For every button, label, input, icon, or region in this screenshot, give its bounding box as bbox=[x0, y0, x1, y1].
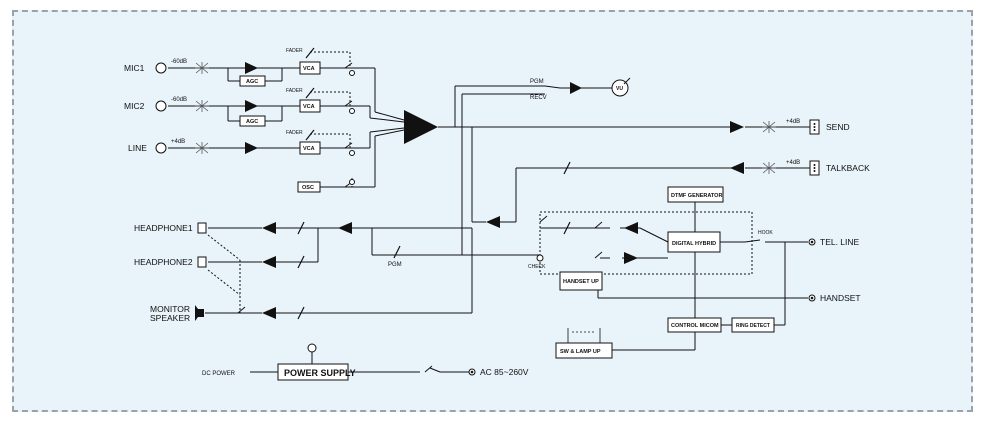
talkback-return-amp-icon bbox=[486, 216, 500, 228]
headphone2-label: HEADPHONE2 bbox=[134, 257, 193, 267]
hybrid-in-amp-icon bbox=[624, 222, 638, 234]
power-supply-box bbox=[277, 363, 349, 381]
line-level: +4dB bbox=[171, 139, 185, 145]
check-label: CHECK bbox=[528, 264, 546, 270]
vu-label: VU bbox=[616, 86, 623, 92]
vca-label-mic1: VCA bbox=[303, 66, 315, 72]
osc-box bbox=[297, 181, 321, 193]
send-level: +4dB bbox=[786, 119, 800, 125]
vca-box-mic1 bbox=[299, 61, 321, 75]
speaker-icon bbox=[195, 305, 204, 321]
headphone-mix-amp-icon bbox=[338, 222, 352, 234]
agc-label-mic2: AGC bbox=[246, 119, 258, 125]
agc-box-mic1 bbox=[239, 75, 266, 87]
ac-label: AC 85~260V bbox=[480, 367, 529, 377]
hook-label: HOOK bbox=[758, 230, 773, 236]
talkback-label: TALKBACK bbox=[826, 163, 870, 173]
talkback-amp-icon bbox=[730, 162, 744, 174]
recv-label: RECV bbox=[530, 95, 547, 101]
headphone1-jack-icon bbox=[197, 222, 207, 234]
vca-label-mic2: VCA bbox=[303, 104, 315, 110]
mic2-label: MIC2 bbox=[124, 101, 145, 111]
vca-label-line: VCA bbox=[303, 146, 315, 152]
vca-box-line bbox=[299, 141, 321, 155]
pgm-bottom-label: PGM bbox=[388, 262, 402, 268]
mic2-jack-icon bbox=[155, 100, 167, 112]
sw-lamp-up-box bbox=[555, 342, 613, 359]
ring-detect-box bbox=[731, 317, 775, 333]
headphone1-label: HEADPHONE1 bbox=[134, 223, 193, 233]
line-amp-icon bbox=[245, 142, 258, 154]
line-jack-icon bbox=[155, 142, 167, 154]
mixer-amp-icon bbox=[404, 110, 438, 144]
dc-power-label: DC POWER bbox=[202, 371, 236, 377]
power-led-icon bbox=[307, 343, 317, 353]
mic1-level: -60dB bbox=[171, 59, 187, 65]
line-label: LINE bbox=[128, 143, 147, 153]
vca-box-mic2 bbox=[299, 99, 321, 113]
ring-detect-label: RING DETECT bbox=[736, 323, 770, 329]
pgm-amp-icon bbox=[570, 82, 582, 94]
talkback-level: +4dB bbox=[786, 160, 800, 166]
mic1-led-icon bbox=[349, 70, 355, 76]
send-label: SEND bbox=[826, 122, 850, 132]
mic2-led-icon bbox=[349, 108, 355, 114]
handset-up-label: HANDSET UP bbox=[563, 279, 599, 285]
mic1-jack-icon bbox=[155, 62, 167, 74]
headphone2-jack-icon bbox=[197, 256, 207, 268]
dtmf-label: DTMF GENERATOR bbox=[671, 193, 722, 199]
handset-up-box bbox=[559, 271, 603, 291]
digital-hybrid-box bbox=[667, 231, 721, 253]
headphone2-amp-icon bbox=[262, 256, 276, 268]
dtmf-generator-box bbox=[667, 186, 724, 203]
check-led-icon bbox=[536, 254, 544, 262]
sw-lamp-up-label: SW & LAMP UP bbox=[560, 349, 601, 355]
mic1-amp-icon bbox=[245, 62, 258, 74]
mic2-level: -60dB bbox=[171, 97, 187, 103]
monitor-label: MONITOR bbox=[150, 304, 190, 314]
line-led-icon bbox=[349, 150, 355, 156]
agc-label-mic1: AGC bbox=[246, 79, 258, 85]
fader-label-line: FADER bbox=[286, 130, 303, 136]
hybrid-out-amp-icon bbox=[624, 252, 638, 264]
monitor-amp-icon bbox=[262, 307, 276, 319]
digital-hybrid-label: DIGITAL HYBRID bbox=[672, 241, 716, 247]
tel-line-label: TEL. LINE bbox=[820, 237, 860, 247]
speaker-label: SPEAKER bbox=[150, 313, 190, 323]
control-micom-box bbox=[667, 317, 722, 333]
headphone1-amp-icon bbox=[262, 222, 276, 234]
diagram-frame bbox=[12, 10, 973, 412]
osc-label: OSC bbox=[302, 185, 314, 191]
send-amp-icon bbox=[730, 121, 744, 133]
mic1-label: MIC1 bbox=[124, 63, 145, 73]
fader-label-mic2: FADER bbox=[286, 88, 303, 94]
handset-label: HANDSET bbox=[820, 293, 861, 303]
power-supply-label: POWER SUPPLY bbox=[284, 368, 356, 378]
control-micom-label: CONTROL MICOM bbox=[671, 323, 719, 329]
agc-box-mic2 bbox=[239, 115, 266, 127]
osc-led-icon bbox=[349, 179, 355, 185]
pgm-label: PGM bbox=[530, 79, 544, 85]
mic2-amp-icon bbox=[245, 100, 258, 112]
fader-label-mic1: FADER bbox=[286, 48, 303, 54]
